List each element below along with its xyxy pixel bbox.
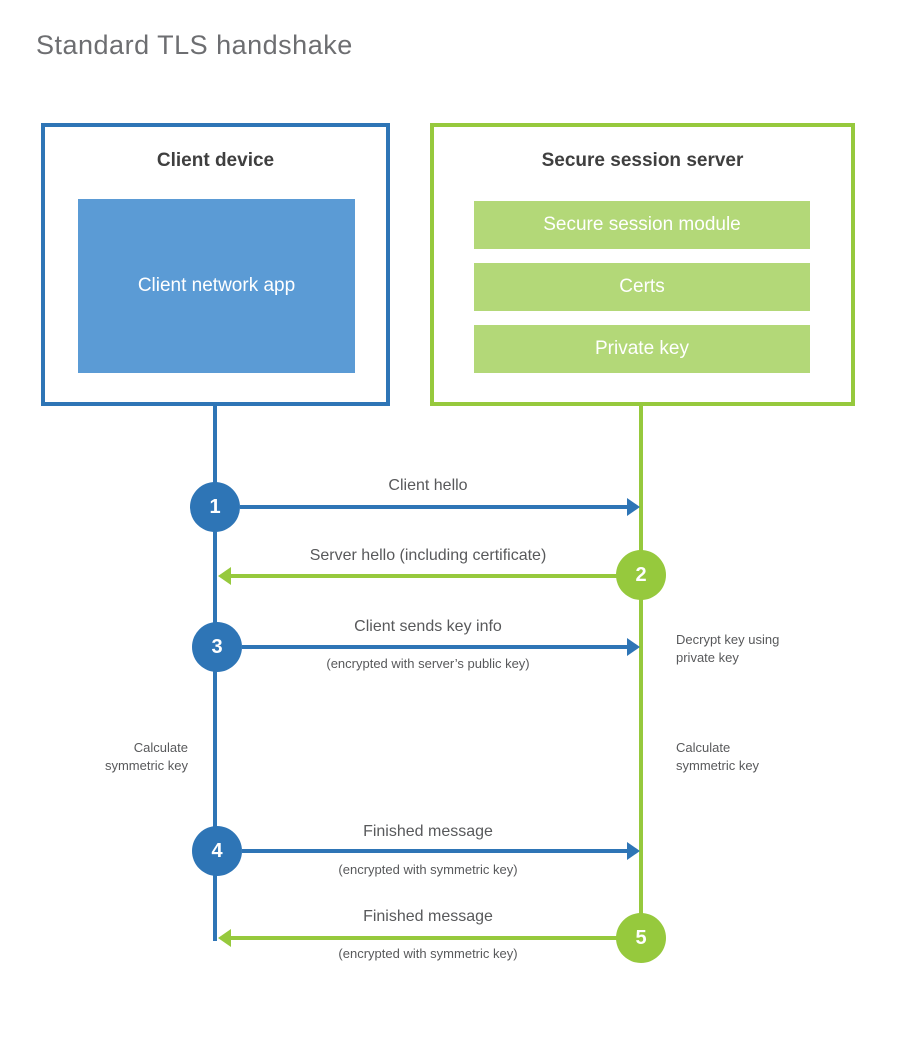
message-label-finished-message-client: Finished message xyxy=(363,823,493,840)
step-circle-4: 4 xyxy=(192,826,242,876)
message-sublabel-encrypted-symmetric-key-2: (encrypted with symmetric key) xyxy=(338,946,518,961)
module-bar-private-key: Private key xyxy=(474,325,810,373)
module-bar-secure-session-module: Secure session module xyxy=(474,201,810,249)
step-number: 1 xyxy=(209,495,221,518)
arrow-client-sends-key-info xyxy=(242,638,640,656)
step-number: 3 xyxy=(211,635,223,658)
diagram-title: Standard TLS handshake xyxy=(36,30,353,60)
message-label-client-hello: Client hello xyxy=(388,477,468,494)
message-sublabel-encrypted-symmetric-key-1: (encrypted with symmetric key) xyxy=(338,862,518,877)
server-lifeline xyxy=(639,405,643,938)
secure-session-server-heading: Secure session server xyxy=(541,150,744,171)
step-circle-2: 2 xyxy=(616,550,666,600)
module-bar-label: Secure session module xyxy=(543,214,741,235)
arrow-client-hello xyxy=(240,498,640,516)
message-label-server-hello: Server hello (including certificate) xyxy=(309,547,547,564)
message-sublabel-encrypted-public-key: (encrypted with server’s public key) xyxy=(326,656,530,671)
client-network-app-label: Client network app xyxy=(137,275,296,297)
step-number: 5 xyxy=(635,926,647,949)
note-calculate-symmetric-key-left: Calculate symmetric key xyxy=(104,740,188,773)
client-lifeline xyxy=(213,405,217,941)
step-circle-1: 1 xyxy=(190,482,240,532)
message-label-client-sends-key-info: Client sends key info xyxy=(354,618,502,635)
step-circle-3: 3 xyxy=(192,622,242,672)
arrow-server-hello xyxy=(218,567,618,585)
step-number: 2 xyxy=(635,563,647,586)
module-bar-certs: Certs xyxy=(474,263,810,311)
note-decrypt-key-using-private-key: Decrypt key using private key xyxy=(676,632,780,665)
note-calculate-symmetric-key-right: Calculate symmetric key xyxy=(676,740,760,773)
module-bar-label: Private key xyxy=(595,338,689,359)
module-bar-label: Certs xyxy=(619,276,665,297)
arrow-finished-message-client xyxy=(242,842,640,860)
step-number: 4 xyxy=(211,839,223,862)
message-label-finished-message-server: Finished message xyxy=(363,908,493,925)
arrow-finished-message-server xyxy=(218,929,618,947)
step-circle-5: 5 xyxy=(616,913,666,963)
client-device-heading: Client device xyxy=(156,150,275,171)
client-network-app-box: Client network app xyxy=(78,199,355,373)
